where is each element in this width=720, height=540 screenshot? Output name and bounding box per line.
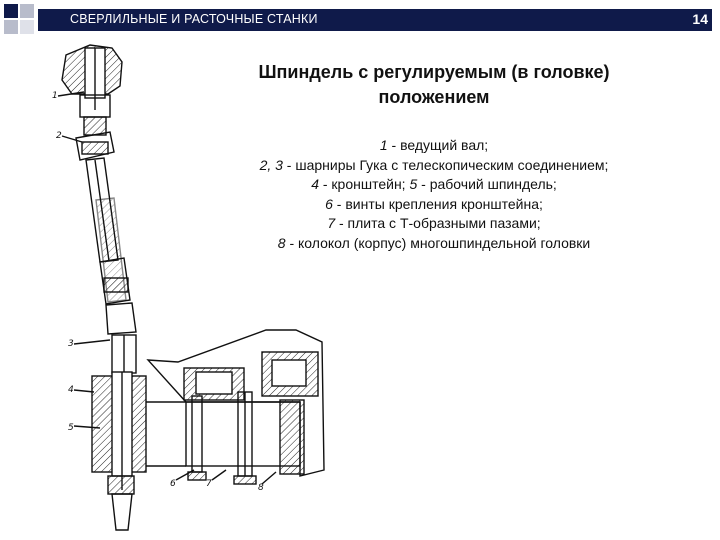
legend-item-6: 6 - винты крепления кронштейна;: [325, 195, 543, 212]
legend-item-8: 8 - колокол (корпус) многошпиндельной го…: [277, 234, 591, 251]
decor-square-2: [20, 4, 34, 18]
drawing-label-3: 3: [68, 339, 74, 349]
page-number: 14: [692, 11, 708, 27]
drawing-label-4: 4: [68, 385, 74, 395]
drawing-label-6: 6: [170, 479, 176, 489]
header-title: СВЕРЛИЛЬНЫЕ И РАСТОЧНЫЕ СТАНКИ: [70, 12, 318, 26]
legend-list: 1 - ведущий вал; 2, 3 - шарниры Гука с т…: [220, 136, 648, 253]
drawing-label-1: 1: [52, 91, 58, 101]
legend-item-4-5: 4 - кронштейн; 5 - рабочий шпиндель;: [311, 176, 557, 192]
spindle-drawing: 1 2 3 4 5 6 7 8: [52, 44, 325, 531]
decor-square-3: [4, 20, 18, 34]
legend-item-2: 2, 3 - шарниры Гука с телескопическим со…: [259, 156, 609, 173]
drawing-label-2: 2: [56, 131, 62, 141]
header-bar: [38, 9, 712, 31]
decor-square-4: [20, 20, 34, 34]
slide-title: Шпиндель с регулируемым (в головке) поло…: [258, 62, 610, 107]
decor-square-1: [4, 4, 18, 18]
legend-item-7: 7 - плита с Т-образными пазами;: [327, 215, 541, 231]
drawing-label-8: 8: [258, 483, 264, 493]
drawing-label-7: 7: [206, 479, 212, 489]
drawing-label-5: 5: [68, 423, 74, 433]
legend-item-1: 1 - ведущий вал;: [379, 137, 489, 153]
